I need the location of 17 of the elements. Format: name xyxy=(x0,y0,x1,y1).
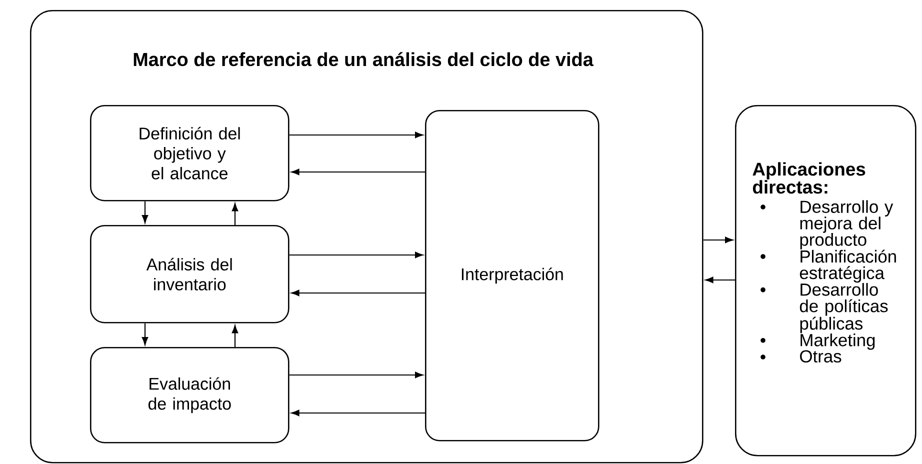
arrow xyxy=(142,323,148,346)
arrow xyxy=(703,236,734,244)
arrow xyxy=(142,201,148,224)
arrow xyxy=(232,203,238,225)
arrow xyxy=(289,252,424,258)
arrow xyxy=(289,372,424,378)
arrow xyxy=(705,276,735,284)
applications-box: Aplicaciones directas: Desarrollo y mejora del producto Planificación estratégica Desarrollo de políticas públicas Marketing Otras xyxy=(735,105,916,456)
process-box: Definición del objetivo y el alcance xyxy=(90,105,290,202)
arrow xyxy=(232,325,238,347)
arrow xyxy=(291,410,425,416)
arrow xyxy=(291,290,425,296)
process-box: Evaluación de impacto xyxy=(90,347,290,444)
arrow xyxy=(291,168,425,176)
process-box: Interpretación xyxy=(425,110,600,442)
process-box: Análisis del inventario xyxy=(90,224,290,324)
arrow xyxy=(289,132,424,138)
